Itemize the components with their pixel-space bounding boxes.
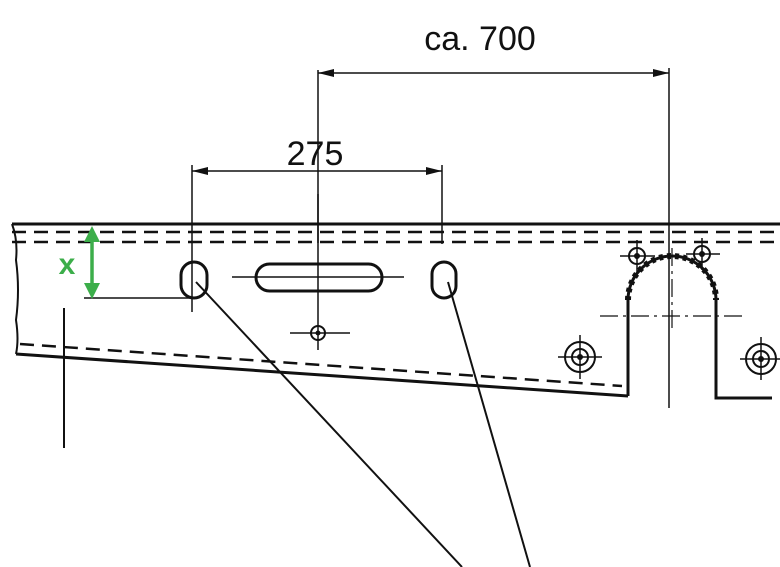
leader-slot-right bbox=[447, 281, 531, 567]
arrowhead-slot-left bbox=[192, 167, 208, 175]
height-marker-arrow-bottom bbox=[84, 283, 100, 299]
hole-top-right bbox=[686, 238, 720, 270]
arrowhead-right bbox=[653, 69, 669, 77]
dimension-label-slot-spacing: 275 bbox=[287, 135, 344, 173]
rail-bottom-hidden-line bbox=[19, 342, 623, 388]
rail-body bbox=[11, 222, 780, 400]
rail-cutout bbox=[626, 254, 740, 400]
dimension-overall: ca. 700 bbox=[317, 20, 670, 408]
rail-break-edge bbox=[11, 223, 19, 355]
slots bbox=[179, 194, 458, 350]
hole-bottom-right bbox=[740, 337, 780, 380]
hole-bottom-left bbox=[558, 335, 602, 379]
dimension-slot-spacing: 275 bbox=[191, 135, 443, 312]
rail-bottom-edge bbox=[15, 352, 629, 398]
height-marker: x bbox=[59, 226, 100, 299]
arrowhead-left bbox=[318, 69, 334, 77]
leader-slot-left bbox=[195, 281, 463, 567]
rail-cutout-hatch bbox=[625, 253, 719, 301]
arrowhead-slot-right bbox=[426, 167, 442, 175]
leader-lines bbox=[63, 281, 531, 567]
dimension-label-overall: ca. 700 bbox=[424, 20, 536, 58]
hole-center bbox=[290, 325, 350, 341]
slot-left bbox=[179, 260, 209, 300]
height-marker-arrow-top bbox=[84, 226, 100, 242]
holes bbox=[290, 238, 780, 380]
slot-right bbox=[430, 260, 458, 300]
hole-top-left bbox=[620, 240, 655, 272]
height-marker-label: x bbox=[59, 248, 76, 281]
